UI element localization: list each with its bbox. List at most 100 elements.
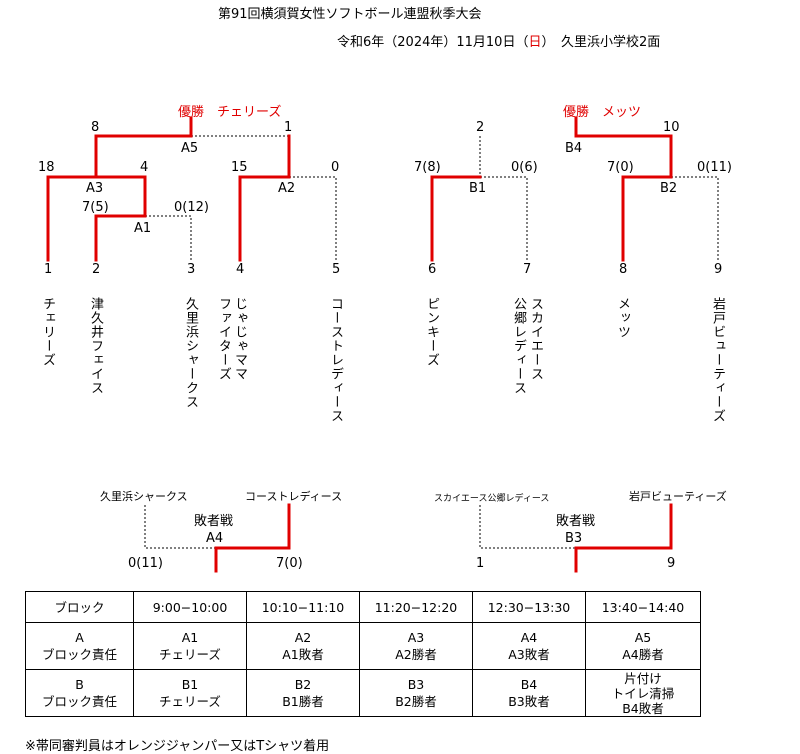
a5-match-label: A5 <box>181 141 199 156</box>
a2-left-score: 15 <box>231 160 248 175</box>
b1-match-label: B1 <box>469 181 487 196</box>
header-slot-3: 11:20−12:20 <box>359 591 473 623</box>
b4-match-label: B4 <box>565 141 583 156</box>
row-b-slot-5-line3: B4敗者 <box>622 700 664 716</box>
consolation-b-label: B3 <box>565 531 583 546</box>
row-b-slot-5-line2: トイレ清掃 <box>611 685 675 701</box>
b1-left-score: 7(8) <box>414 160 441 175</box>
a4-win-path <box>214 503 291 573</box>
row-a-block: A ブロック責任 <box>25 622 134 670</box>
b-champion-label: 優勝 <box>563 105 590 120</box>
b4-left-score: 2 <box>476 120 485 135</box>
row-a-slot-1: A1 チェリーズ <box>133 622 247 670</box>
b1-right-score: 0(6) <box>511 160 538 175</box>
a-champion: 優勝 チェリーズ <box>178 101 281 120</box>
team1-win-path <box>46 175 98 262</box>
a5-right-score: 1 <box>284 120 293 135</box>
a5-left-score: 8 <box>91 120 100 135</box>
a1-left-score: 7(5) <box>82 200 109 215</box>
consolation-a-label: A4 <box>206 531 224 546</box>
header-slot-5: 13:40−14:40 <box>585 591 701 623</box>
row-b-slot-1-match: B1 <box>181 677 199 692</box>
team-name-3: 久里浜シャークス <box>183 297 198 409</box>
b1-loser-path <box>480 176 528 260</box>
row-a-block-name: A <box>75 630 84 645</box>
header-slot-1: 9:00−10:00 <box>133 591 247 623</box>
row-a-slot-1-match: A1 <box>181 630 199 645</box>
row-b-slot-4-match: B4 <box>520 677 538 692</box>
a3-match-label: A3 <box>86 181 104 196</box>
schedule-table: ブロック 9:00−10:00 10:10−11:10 11:20−12:20 … <box>25 591 701 717</box>
team2-win-path <box>94 214 147 262</box>
row-b-slot-3-match: B3 <box>407 677 425 692</box>
team4-win-path <box>238 175 291 262</box>
header-slot-2: 10:10−11:10 <box>246 591 360 623</box>
team-number-6: 6 <box>428 262 437 277</box>
row-a-slot-4-duty: A3敗者 <box>508 647 550 662</box>
consolation-a-title: 敗者戦 <box>194 514 234 529</box>
row-b-slot-3-duty: B2勝者 <box>395 694 437 709</box>
row-a-slot-2-duty: A1敗者 <box>282 647 324 662</box>
a1-win-path <box>94 175 147 218</box>
consolation-a-left-score: 0(11) <box>128 556 163 571</box>
row-a-slot-2-match: A2 <box>294 630 312 645</box>
team-number-7: 7 <box>523 262 532 277</box>
page-title: 第91回横須賀女性ソフトボール連盟秋季大会 <box>218 7 482 22</box>
team-name-1: チェリーズ <box>40 297 55 367</box>
schedule-header-row: ブロック 9:00−10:00 10:10−11:10 11:20−12:20 … <box>25 591 701 623</box>
b-champion: 優勝 メッツ <box>563 101 641 120</box>
header-slot-4: 12:30−13:30 <box>472 591 586 623</box>
winner-paths <box>46 116 673 573</box>
team-name-8: メッツ <box>615 297 630 339</box>
footnote: ※帯同審判員はオレンジジャンパー又はTシャツ着用 <box>25 739 330 754</box>
a-champion-label: 優勝 <box>178 105 205 120</box>
team-name-7-line1: スカイエース <box>528 297 543 381</box>
team-name-5: コーストレディース <box>328 297 343 423</box>
team-name-4-line2-wrap: ファイターズ <box>216 297 237 381</box>
row-b-slot-4-duty: B3敗者 <box>508 694 550 709</box>
team6-win-path <box>430 175 482 262</box>
b3-win-path <box>574 503 673 573</box>
date-venue-line: 令和6年（2024年）11月10日（日） 久里浜小学校2面 <box>337 31 660 50</box>
team-name-6: ピンキーズ <box>424 297 439 367</box>
consolation-b-right-score: 9 <box>667 556 676 571</box>
row-a-slot-4-match: A4 <box>520 630 538 645</box>
a1-right-score: 0(12) <box>174 200 209 215</box>
consolation-b-left-score: 1 <box>476 556 485 571</box>
date-prefix: 令和6年（2024年）11月10日（ <box>337 35 529 50</box>
b2-match-label: B2 <box>660 181 678 196</box>
b-champion-team: メッツ <box>602 105 642 120</box>
b2-win-path <box>574 134 673 179</box>
a-champion-team: チェリーズ <box>217 105 282 120</box>
row-a-block-duty: ブロック責任 <box>41 647 117 662</box>
team-name-9: 岩戸ビューティーズ <box>710 297 725 423</box>
row-b-block: B ブロック責任 <box>25 669 134 717</box>
consolation-a-right-team: コーストレディース <box>245 490 343 503</box>
team-number-3: 3 <box>187 262 196 277</box>
a1-match-label: A1 <box>134 221 152 236</box>
a2-right-score: 0 <box>331 160 340 175</box>
a1-loser-path <box>145 215 192 260</box>
consolation-b-title: 敗者戦 <box>556 514 596 529</box>
row-b-slot-2-duty: B1勝者 <box>282 694 324 709</box>
consolation-a-left-team: 久里浜シャークス <box>100 490 188 503</box>
row-a-slot-5-duty: A4勝者 <box>622 647 664 662</box>
team-number-4: 4 <box>236 262 245 277</box>
row-b-slot-2-match: B2 <box>294 677 312 692</box>
a3-left-score: 18 <box>38 160 55 175</box>
row-b-block-duty: ブロック責任 <box>41 694 117 709</box>
row-a-slot-1-duty: チェリーズ <box>159 647 221 662</box>
consolation-b-right-team: 岩戸ビューティーズ <box>629 490 727 503</box>
row-b-block-name: B <box>75 677 84 692</box>
header-block: ブロック <box>25 591 134 623</box>
row-a-slot-5-match: A5 <box>634 630 652 645</box>
team-name-2: 津久井フェイス <box>88 297 103 395</box>
